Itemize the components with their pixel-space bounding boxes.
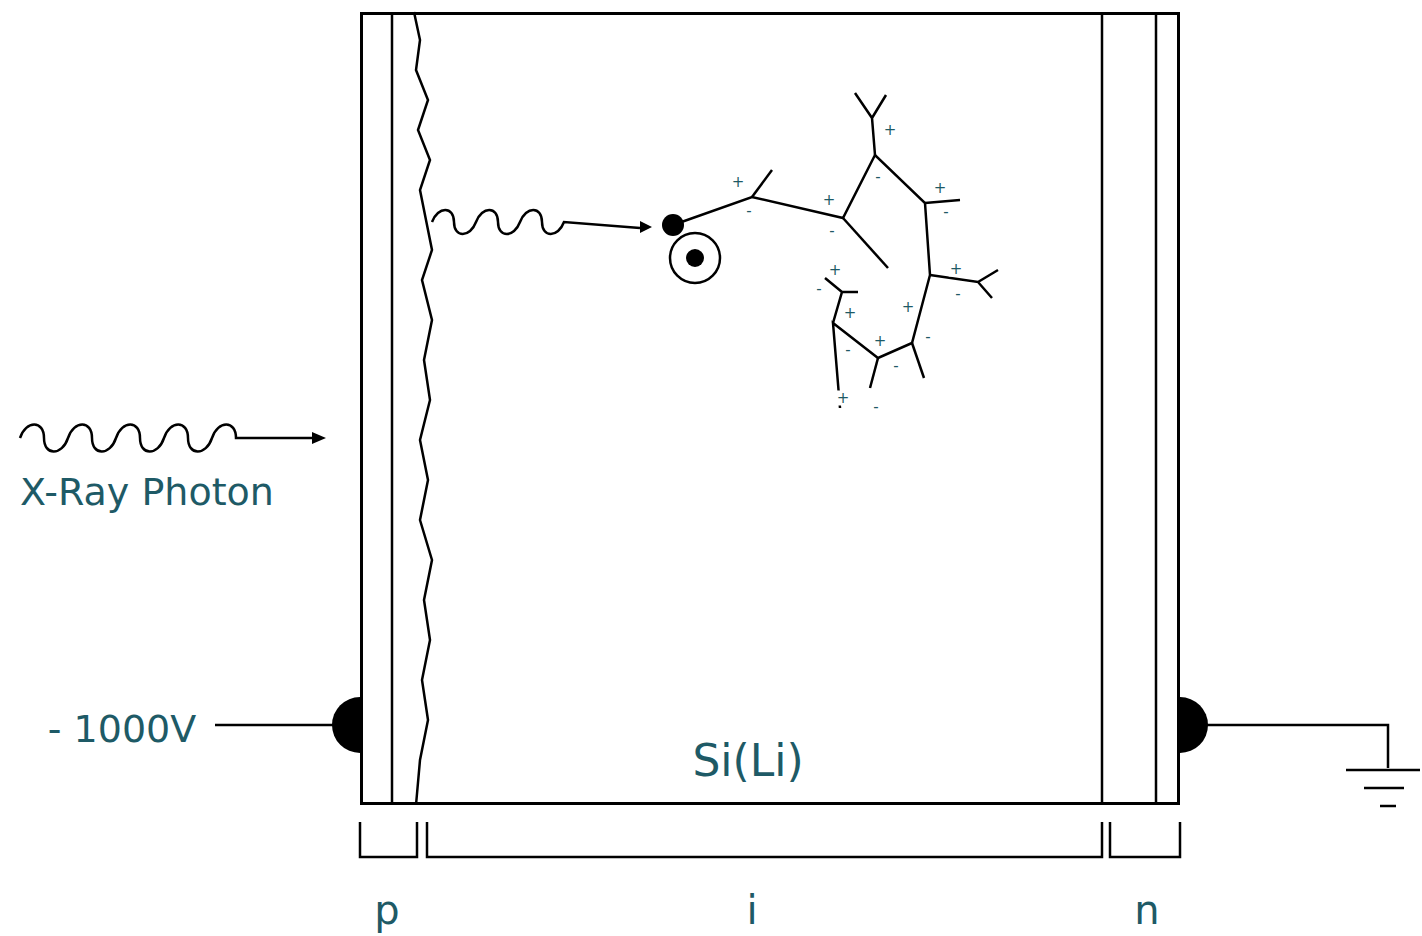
track-branch xyxy=(825,278,858,323)
charge-sign: + xyxy=(822,193,837,208)
wire xyxy=(1205,725,1388,768)
charge-sign: - xyxy=(828,224,835,239)
bracket xyxy=(427,822,1102,857)
track-branch xyxy=(843,218,888,268)
charge-sign: - xyxy=(745,204,752,219)
photon-label: X-Ray Photon xyxy=(20,472,274,514)
charge-sign: - xyxy=(892,359,899,374)
region-label: p xyxy=(374,888,399,932)
layer-line xyxy=(1155,12,1158,805)
charge-sign: - xyxy=(815,282,822,297)
charge-sign: + xyxy=(949,262,964,277)
charge-sign: - xyxy=(874,170,881,185)
charge-sign: - xyxy=(924,330,931,345)
arrowhead xyxy=(640,221,652,233)
region-label: n xyxy=(1134,888,1159,932)
charge-sign: - xyxy=(954,287,961,302)
charge-sign: + xyxy=(901,300,916,315)
wire xyxy=(215,724,334,727)
charge-sign: + xyxy=(828,263,843,278)
bracket xyxy=(1110,822,1180,857)
detector-crystal: Si(Li) xyxy=(360,12,1180,805)
charge-sign: - xyxy=(844,343,851,358)
electrode-contact xyxy=(1180,697,1208,753)
region-label: i xyxy=(746,888,757,932)
track-branch xyxy=(855,93,886,155)
charge-sign: + xyxy=(873,334,888,349)
track-branch xyxy=(870,358,878,388)
charge-sign: + xyxy=(836,391,851,406)
arrowhead xyxy=(312,432,326,444)
ground-symbol xyxy=(1364,787,1404,790)
photon-wave xyxy=(432,210,640,234)
atom-shell xyxy=(670,233,720,283)
atom-nucleus xyxy=(686,249,704,267)
charge-sign: + xyxy=(933,181,948,196)
track-branch xyxy=(912,343,924,378)
electron-dot xyxy=(662,214,684,236)
track-branch xyxy=(925,200,960,203)
voltage-label: - 1000V xyxy=(48,709,197,751)
track-branch xyxy=(930,270,998,298)
charge-sign: - xyxy=(942,205,949,220)
charge-sign: + xyxy=(883,123,898,138)
material-label: Si(Li) xyxy=(692,737,803,785)
junction-boundary xyxy=(414,12,432,805)
layer-line xyxy=(391,12,394,805)
electrode-contact xyxy=(332,697,360,753)
track-branch xyxy=(752,170,772,197)
charge-sign: - xyxy=(872,400,879,415)
photon-wave xyxy=(20,425,318,452)
charge-sign: + xyxy=(731,175,746,190)
layer-line xyxy=(1101,12,1104,805)
electron-track xyxy=(673,155,930,408)
charge-sign: + xyxy=(843,306,858,321)
ground-symbol xyxy=(1380,805,1396,808)
ground-symbol xyxy=(1346,769,1420,772)
bracket xyxy=(360,822,417,857)
